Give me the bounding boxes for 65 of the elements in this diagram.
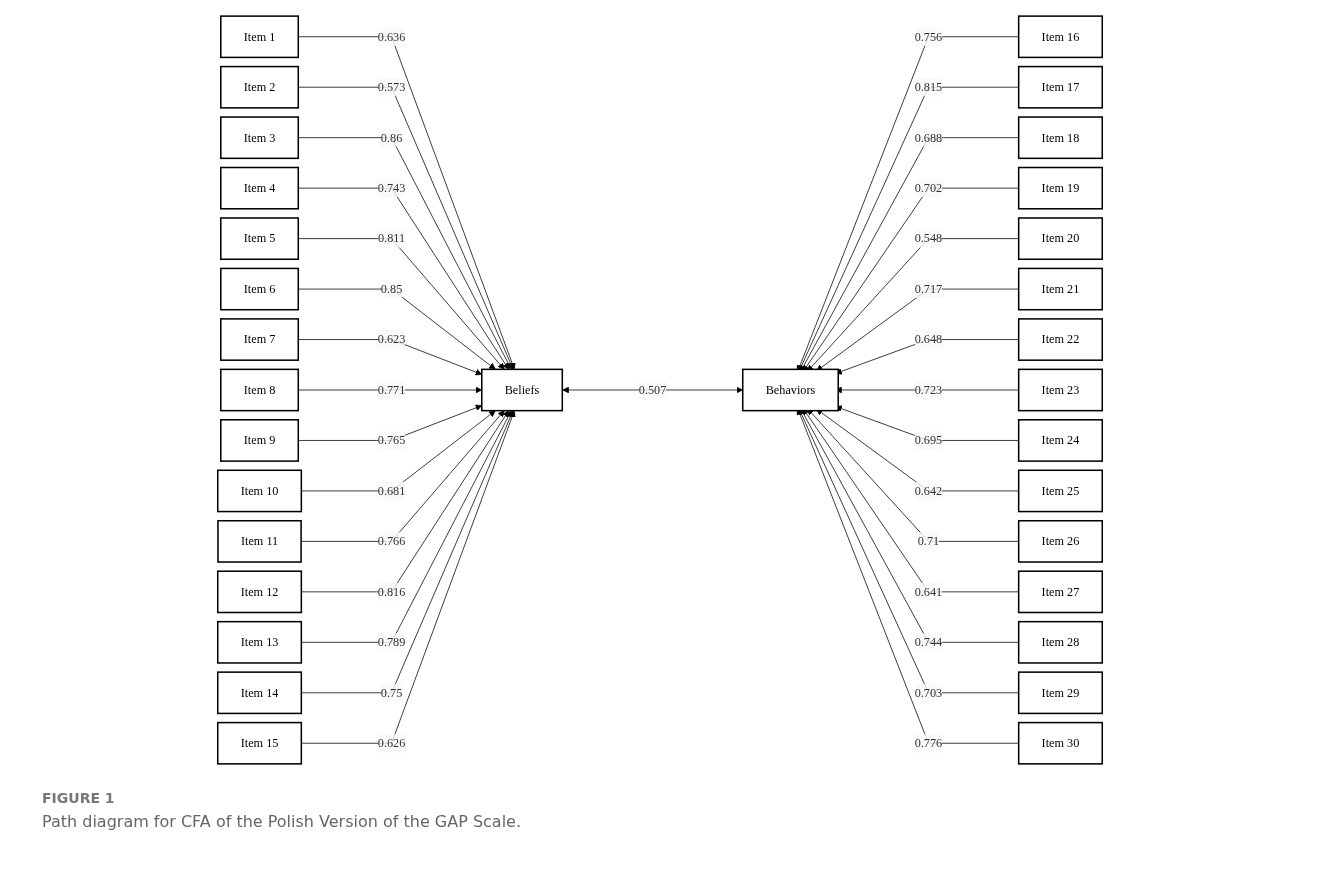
edge-label: 0.642 bbox=[914, 484, 943, 498]
node-box: Item 7 bbox=[220, 318, 300, 361]
edge-label: 0.702 bbox=[914, 181, 943, 195]
node-box: Item 27 bbox=[1017, 570, 1104, 614]
node-box: Item 25 bbox=[1017, 469, 1104, 513]
edge-label: 0.744 bbox=[914, 635, 943, 649]
edge-label: 0.71 bbox=[917, 534, 940, 548]
node-box: Item 18 bbox=[1017, 116, 1104, 160]
edge-label: 0.771 bbox=[377, 383, 406, 397]
edge-label: 0.743 bbox=[377, 181, 406, 195]
edge-label: 0.723 bbox=[914, 383, 943, 397]
node-box: Item 8 bbox=[220, 368, 300, 412]
figure-caption: Path diagram for CFA of the Polish Version of the GAP Scale. bbox=[42, 812, 522, 831]
node-box: Item 21 bbox=[1017, 267, 1104, 311]
node-box: Item 14 bbox=[216, 671, 303, 715]
edge-label: 0.688 bbox=[914, 130, 943, 144]
node-box: Item 2 bbox=[220, 65, 300, 109]
node-box: Item 20 bbox=[1017, 217, 1104, 261]
edge-label: 0.789 bbox=[377, 635, 406, 649]
edge-label: 0.815 bbox=[914, 80, 943, 94]
edge-label: 0.765 bbox=[377, 433, 406, 447]
node-box: Behaviors bbox=[742, 368, 839, 412]
edge-label: 0.811 bbox=[378, 231, 406, 245]
node-box: Item 9 bbox=[220, 419, 300, 462]
node-box: Item 22 bbox=[1017, 318, 1104, 361]
node-box: Item 23 bbox=[1017, 368, 1104, 412]
edge-label: 0.573 bbox=[377, 80, 406, 94]
node-box: Item 1 bbox=[220, 15, 300, 59]
node-box: Item 3 bbox=[220, 116, 300, 160]
edge-label: 0.776 bbox=[914, 736, 943, 750]
node-box: Item 19 bbox=[1017, 166, 1104, 210]
node-box: Item 16 bbox=[1017, 15, 1104, 59]
edge-label: 0.695 bbox=[914, 433, 943, 447]
node-box: Beliefs bbox=[481, 368, 564, 412]
edge-label: 0.756 bbox=[914, 29, 943, 43]
edge-label: 0.623 bbox=[377, 332, 406, 346]
edge-label: 0.636 bbox=[377, 29, 406, 43]
node-box: Item 28 bbox=[1017, 620, 1104, 664]
node-box: Item 26 bbox=[1017, 519, 1104, 563]
edge-label: 0.766 bbox=[377, 534, 406, 548]
edge-label: 0.816 bbox=[377, 584, 406, 598]
edge-label: 0.626 bbox=[377, 736, 406, 750]
edge-label: 0.717 bbox=[914, 282, 943, 296]
node-box: Item 11 bbox=[217, 519, 302, 563]
node-box: Item 12 bbox=[216, 570, 303, 614]
node-box: Item 5 bbox=[220, 217, 300, 261]
edge-label: 0.648 bbox=[914, 332, 943, 346]
edge-label: 0.548 bbox=[914, 231, 943, 245]
node-box: Item 6 bbox=[220, 267, 300, 311]
edge-label: 0.75 bbox=[380, 685, 403, 699]
node-box: Item 13 bbox=[216, 620, 303, 664]
node-box: Item 15 bbox=[216, 721, 303, 765]
node-box: Item 10 bbox=[216, 469, 303, 513]
node-box: Item 4 bbox=[220, 166, 300, 210]
edge-label: 0.507 bbox=[638, 383, 667, 397]
edge-label: 0.86 bbox=[380, 130, 403, 144]
node-box: Item 17 bbox=[1017, 65, 1104, 109]
edge-label: 0.681 bbox=[377, 484, 406, 498]
edge-label: 0.703 bbox=[914, 685, 943, 699]
node-box: Item 30 bbox=[1017, 721, 1104, 765]
figure-title: FIGURE 1 bbox=[42, 790, 115, 806]
node-box: Item 29 bbox=[1017, 671, 1104, 715]
edge-label: 0.641 bbox=[914, 584, 943, 598]
node-box: Item 24 bbox=[1017, 419, 1104, 462]
edge-label: 0.85 bbox=[380, 282, 403, 296]
